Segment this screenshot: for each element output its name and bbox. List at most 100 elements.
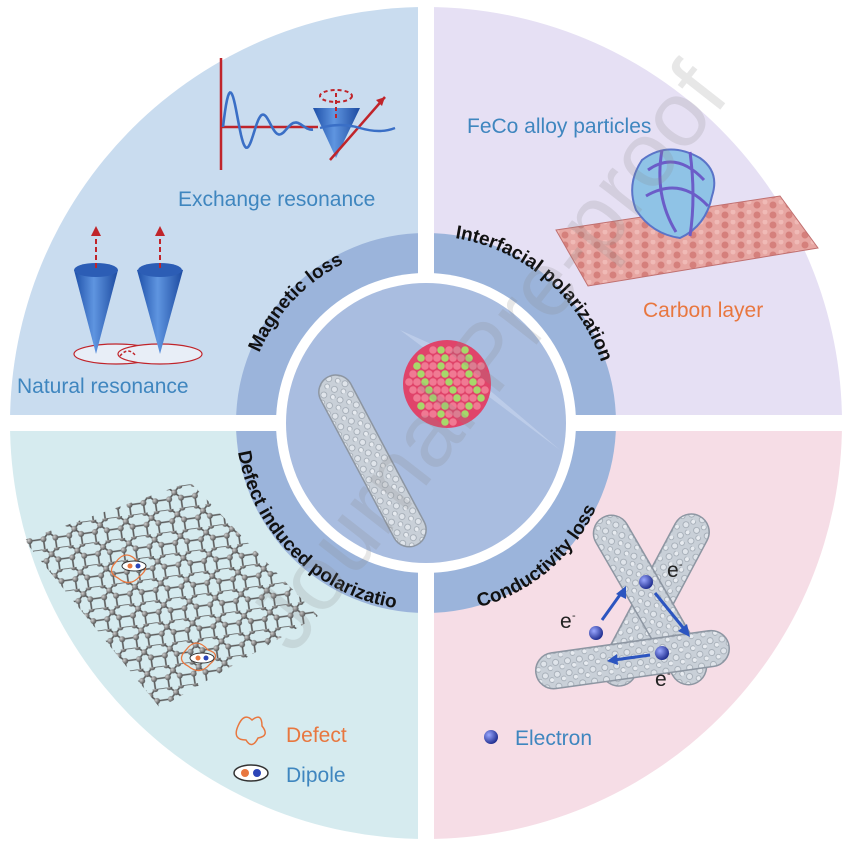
alloy-atom (421, 394, 429, 402)
electron-labels: e - e - e - (560, 559, 683, 691)
alloy-atom (449, 354, 457, 362)
center-composite (286, 283, 566, 563)
alloy-atom (441, 354, 449, 362)
alloy-atom (449, 386, 457, 394)
electron-symbol-3: e (655, 668, 667, 691)
alloy-atom (417, 386, 425, 394)
alloy-atom (405, 378, 413, 386)
alloy-atom (429, 378, 437, 386)
alloy-atom (429, 346, 437, 354)
nanofiber-rod (318, 374, 427, 548)
alloy-atom (461, 410, 469, 418)
alloy-atom (425, 402, 433, 410)
defect-site-1 (110, 554, 147, 584)
alloy-atom (441, 370, 449, 378)
alloy-atom (453, 394, 461, 402)
alloy-atom (449, 402, 457, 410)
alloy-atom (457, 354, 465, 362)
alloy-atom (461, 378, 469, 386)
electron-2 (589, 626, 603, 640)
defect-legend: Defect (235, 716, 347, 747)
alloy-atom (449, 418, 457, 426)
alloy-atom (425, 370, 433, 378)
alloy-atom (409, 386, 417, 394)
alloy-atom (477, 378, 485, 386)
electron-label: Electron (515, 727, 592, 750)
alloy-atom (437, 394, 445, 402)
electron-symbol-2: e (560, 610, 572, 633)
alloy-atom (457, 402, 465, 410)
defect-legend-icon (235, 716, 266, 746)
alloy-atom (461, 346, 469, 354)
defect-label: Defect (286, 724, 347, 747)
alloy-atom (413, 378, 421, 386)
alloy-atom (445, 378, 453, 386)
alloy-atom (473, 386, 481, 394)
alloy-atom (453, 362, 461, 370)
rod-triangle (534, 513, 730, 690)
alloy-atom (437, 378, 445, 386)
electron-paths (589, 575, 690, 665)
alloy-atom (441, 386, 449, 394)
alloy-atom (429, 394, 437, 402)
alloy-atom (433, 386, 441, 394)
alloy-atom (477, 394, 485, 402)
svg-text:-: - (679, 559, 683, 571)
alloy-atom (409, 370, 417, 378)
alloy-atom (413, 362, 421, 370)
svg-text:-: - (667, 668, 671, 680)
alloy-atom (417, 402, 425, 410)
feco-particle-sphere (403, 340, 491, 428)
alloy-atom (421, 378, 429, 386)
alloy-atom (433, 370, 441, 378)
alloy-atom (453, 378, 461, 386)
alloy-atom (481, 386, 489, 394)
feco-particles-label: FeCo alloy particles (467, 115, 651, 138)
alloy-atom (453, 346, 461, 354)
dipole-legend: Dipole (233, 764, 346, 787)
alloy-atom (465, 402, 473, 410)
alloy-atom (469, 394, 477, 402)
alloy-atom (433, 402, 441, 410)
alloy-atom (457, 370, 465, 378)
alloy-atom (449, 370, 457, 378)
electron-3 (655, 646, 669, 660)
exchange-resonance-figure (219, 58, 396, 170)
dipole-legend-icon (233, 764, 269, 782)
electron-symbol-1: e (667, 559, 679, 582)
alloy-atom (473, 370, 481, 378)
carbon-layer-label: Carbon layer (643, 299, 763, 322)
alloy-atom (437, 346, 445, 354)
alloy-atom (425, 354, 433, 362)
alloy-atom (429, 362, 437, 370)
alloy-atom (461, 394, 469, 402)
alloy-atom (461, 362, 469, 370)
alloy-atom (437, 362, 445, 370)
alloy-atom (473, 402, 481, 410)
alloy-atom (457, 386, 465, 394)
alloy-atom (421, 410, 429, 418)
alloy-atom (469, 362, 477, 370)
alloy-atom (469, 378, 477, 386)
alloy-atom (445, 362, 453, 370)
alloy-atom (413, 394, 421, 402)
electron-1 (639, 575, 653, 589)
defect-site-2 (180, 642, 217, 672)
alloy-atom (465, 386, 473, 394)
alloy-atom (465, 370, 473, 378)
natural-resonance-figure (73, 226, 203, 365)
svg-text:-: - (572, 610, 576, 622)
alloy-atom (425, 386, 433, 394)
alloy-atom (429, 410, 437, 418)
alloy-atom (477, 362, 485, 370)
natural-resonance-label: Natural resonance (17, 375, 189, 398)
electron-legend: Electron (484, 727, 592, 750)
alloy-atom (465, 354, 473, 362)
graphene-sheet (24, 482, 318, 708)
alloy-atom (417, 354, 425, 362)
alloy-atom (417, 370, 425, 378)
alloy-atom (421, 362, 429, 370)
alloy-atom (433, 354, 441, 362)
